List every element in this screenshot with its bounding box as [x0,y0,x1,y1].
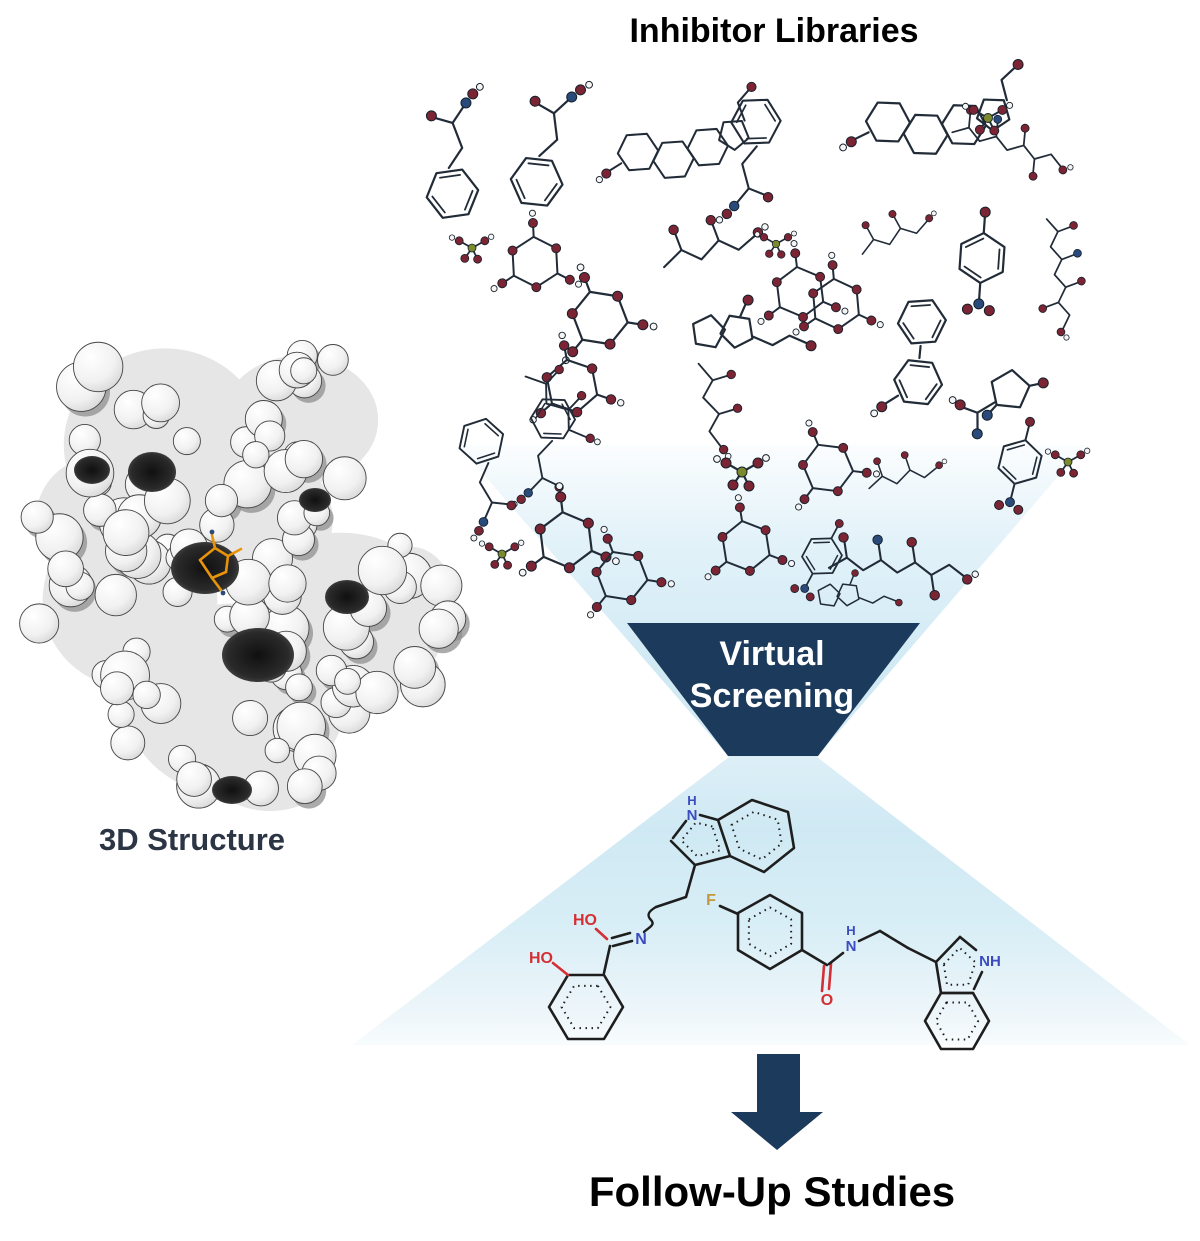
library-molecule [861,210,937,255]
indole-nh-label: NH [979,953,1001,970]
library-molecule [868,451,948,490]
funnel-lower-cone [352,757,1190,1045]
library-molecule [951,106,1074,181]
library-molecule [790,519,844,602]
indole-nh-h-label: H [687,793,696,808]
library-molecule [817,569,903,607]
library-molecule [839,59,1024,155]
amide-h-label: H [846,923,855,938]
amide-n-label: N [846,938,857,955]
library-molecule [715,98,782,224]
outcome-label: Follow-Up Studies [588,1168,956,1215]
library-molecule [870,299,947,418]
inhibitor-library-molecules [425,59,1091,619]
library-molecule [704,494,796,581]
library-molecule [994,416,1043,515]
library-molecule [458,417,517,542]
library-molecule [595,81,757,184]
library-molecule [1038,218,1086,341]
library-molecule [958,206,1006,317]
protein-structure-label: 3D Structure [98,822,286,857]
indole-n-label: N [687,807,698,824]
funnel-upper-cone [458,445,1085,757]
phenol-ho-label: HO [529,950,553,967]
library-molecule [827,532,979,601]
imine-n-label: N [635,931,647,948]
carbonyl-o-label: O [821,992,833,1009]
library-molecule [524,364,601,446]
library-molecule [754,230,797,259]
library-molecule [518,482,620,577]
library-molecule [692,294,817,352]
library-molecule [490,209,583,293]
library-molecule [792,251,884,336]
library-molecule [795,419,880,511]
down-arrow-icon [731,1054,823,1150]
library-molecule [448,233,495,264]
virtual-screening-funnel [627,623,920,756]
amidine-ho-label: HO [573,912,597,929]
library-molecule [713,454,770,492]
library-molecule [587,525,675,619]
figure-title: Inhibitor Libraries [629,12,919,50]
library-molecule [697,362,743,460]
funnel-label: Virtual Screening [690,633,854,717]
library-molecule [948,369,1049,440]
library-molecule [509,80,593,207]
docked-ligand [198,529,243,596]
library-molecule [961,101,1014,136]
library-molecule [1044,447,1091,478]
library-molecule [757,240,849,325]
library-molecule [478,539,525,570]
library-molecule [561,263,658,365]
fluorine-label: F [706,892,716,909]
funnel-label-line2: Screening [689,677,855,715]
funnel-label-line1: Virtual [719,635,825,673]
library-molecule [663,214,769,269]
library-molecule [425,82,484,219]
protein-3d-structure [19,340,470,811]
